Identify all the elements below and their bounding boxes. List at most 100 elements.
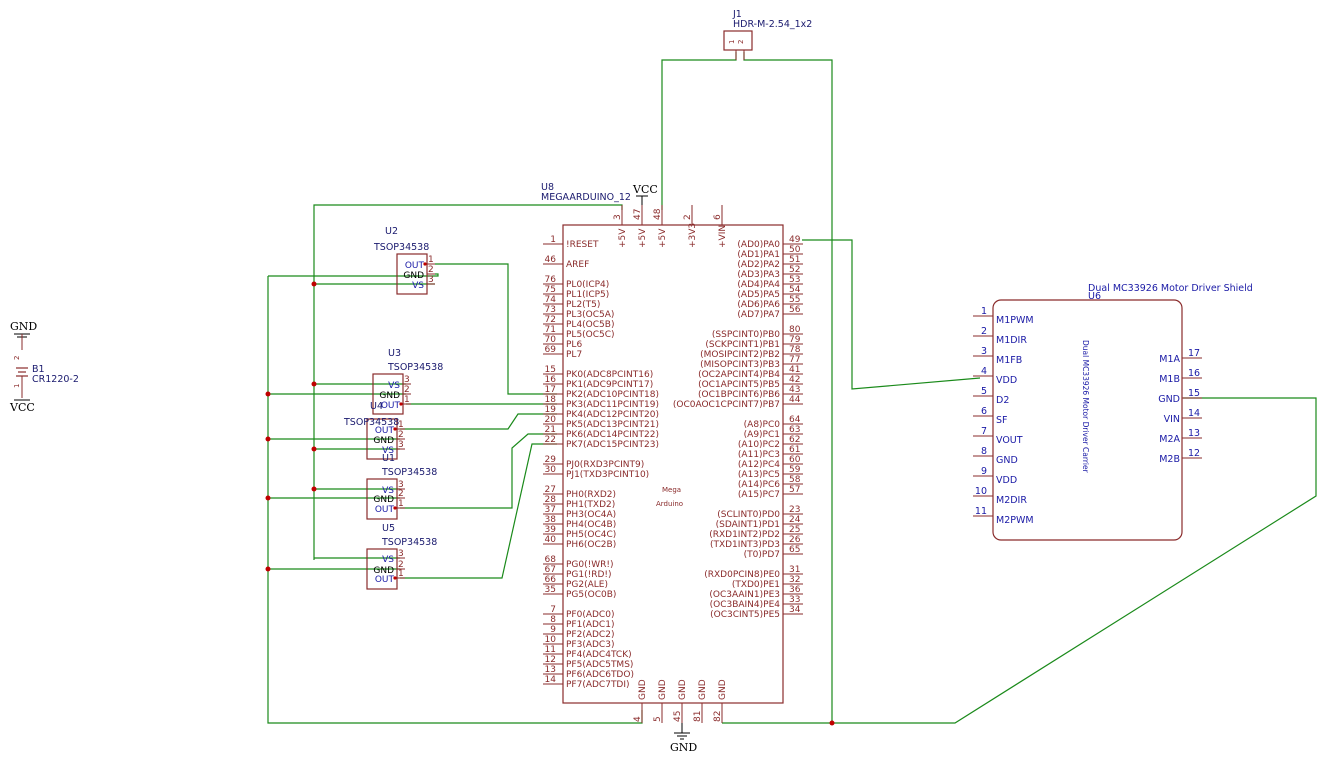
arduino-pin-name: PK4(ADC12PCINT20) <box>566 410 659 420</box>
arduino-pin-number: 75 <box>545 285 556 295</box>
shield-pin-name: M2DIR <box>996 495 1027 506</box>
ir-receiver-ref: U2 <box>385 226 398 237</box>
arduino-pin-number: 61 <box>789 445 800 455</box>
arduino-pin-number: 41 <box>789 365 800 375</box>
shield-pin-number: 15 <box>1188 388 1200 399</box>
arduino-pin-number: 6 <box>713 214 723 220</box>
ir-pin-number: 3 <box>428 275 434 285</box>
arduino-pin-number: 8 <box>550 615 556 625</box>
arduino-pin-name: (AD7)PA7 <box>737 310 780 320</box>
arduino-pin-number: 62 <box>789 435 800 445</box>
arduino-pin-number: 19 <box>545 405 557 415</box>
arduino-pin-name: (SCLINT0)PD0 <box>717 510 780 520</box>
arduino-pin-name: (SCKPCINT1)PB1 <box>705 340 780 350</box>
arduino-pin-name: (RXD1INT2)PD2 <box>709 530 780 540</box>
shield-pin-name: GND <box>1158 394 1180 405</box>
ir-out-marker <box>393 576 397 580</box>
arduino-pin-name: PH1(TXD2) <box>566 500 615 510</box>
connector-pin-1: 1 <box>728 40 736 44</box>
shield-pin-name: VIN <box>1164 414 1180 425</box>
arduino-pin-number: 12 <box>545 655 556 665</box>
arduino-pin-name: +3V3 <box>688 223 698 248</box>
arduino-pin-number: 20 <box>545 415 557 425</box>
arduino-pin-name: PK0(ADC8PCINT16) <box>566 370 653 380</box>
battery-pin-2: 2 <box>13 356 21 360</box>
shield-pin-number: 3 <box>981 346 987 357</box>
arduino-pin-name: (OC3CINT5)PE5 <box>710 610 780 620</box>
junction-dot <box>265 436 271 442</box>
arduino-pin-name: GND <box>698 679 708 700</box>
ir-pin-name: GND <box>373 436 394 446</box>
arduino-pin-name: (A13)PC5 <box>738 470 780 480</box>
arduino-pin-name: PL2(T5) <box>566 300 600 310</box>
arduino-pin-name: (AD6)PA6 <box>737 300 780 310</box>
arduino-pin-number: 48 <box>653 208 663 220</box>
arduino-pin-name: (OC1BPCINT6)PB6 <box>698 390 780 400</box>
shield-pin-name: VDD <box>996 475 1017 486</box>
arduino-pin-number: 47 <box>633 209 643 220</box>
ir-receiver-value: TSOP34538 <box>381 467 437 478</box>
shield-pin-number: 9 <box>981 466 987 477</box>
arduino-pin-name: PF4(ADC4TCK) <box>566 650 632 660</box>
arduino-pin-number: 74 <box>545 295 557 305</box>
shield-ref: U6 <box>1088 291 1101 302</box>
arduino-pin-name: PK7(ADC15PCINT23) <box>566 440 659 450</box>
battery-ref: B1 <box>32 364 45 375</box>
arduino-pin-number: 44 <box>789 395 801 405</box>
arduino-pin-name: PL7 <box>566 350 582 360</box>
shield-pin-name: M2A <box>1159 434 1180 445</box>
arduino-pin-name: GND <box>718 679 728 700</box>
shield-pin-number: 1 <box>981 306 987 317</box>
arduino-pin-name: (OC0AOC1CPCINT7)PB7 <box>673 400 780 410</box>
ir-receiver-value: TSOP34538 <box>387 362 443 373</box>
ir-pin-name: VS <box>382 486 394 496</box>
shield-pin-number: 2 <box>981 326 987 337</box>
arduino-pin-name: PG1(!RD!) <box>566 570 612 580</box>
arduino-pin-name: +VIN <box>718 225 728 248</box>
arduino-pin-number: 64 <box>789 415 801 425</box>
arduino-pin-number: 57 <box>789 485 800 495</box>
ir-receiver-body <box>366 478 398 520</box>
ir-pin-number: 3 <box>398 440 404 450</box>
shield-pin-number: 13 <box>1188 428 1200 439</box>
arduino-pin-number: 29 <box>545 455 557 465</box>
arduino-pin-number: 39 <box>545 525 557 535</box>
arduino-pin-number: 34 <box>789 605 801 615</box>
battery-gnd-label: GND <box>10 320 37 333</box>
arduino-pin-number: 24 <box>789 515 801 525</box>
ir-receiver-value: TSOP34538 <box>373 242 429 253</box>
arduino-pin-name: +5V <box>618 228 628 248</box>
shield-pin-name: VOUT <box>996 435 1023 446</box>
ir-pin-number: 1 <box>398 569 404 579</box>
vcc-power-symbol: VCC <box>632 183 658 210</box>
shield-pin-number: 11 <box>975 506 987 517</box>
ir-receiver-ref: U4 <box>370 401 383 412</box>
arduino-pin-number: 73 <box>545 305 556 315</box>
arduino-pin-name: (TXD1INT3)PD3 <box>710 540 780 550</box>
arduino-pin-name: PH0(RXD2) <box>566 490 616 500</box>
arduino-pin-number: 25 <box>789 525 800 535</box>
shield-pin-name: VDD <box>996 375 1017 386</box>
arduino-pin-number: 53 <box>789 275 800 285</box>
arduino-pin-number: 31 <box>789 565 800 575</box>
arduino-pin-name: PL1(ICP5) <box>566 290 609 300</box>
shield-pin-name: SF <box>996 415 1008 426</box>
arduino-pin-number: 77 <box>789 355 800 365</box>
arduino-pin-name: PF5(ADC5TMS) <box>566 660 633 670</box>
arduino-pin-name: !RESET <box>566 240 599 250</box>
arduino-pin-name: PG5(OC0B) <box>566 590 616 600</box>
arduino-pin-name: PG2(ALE) <box>566 580 608 590</box>
arduino-pin-number: 72 <box>545 315 556 325</box>
ir-out-marker <box>393 427 397 431</box>
shield-pin-number: 7 <box>981 426 987 437</box>
arduino-pin-number: 30 <box>545 465 557 475</box>
arduino-pin-name: (AD5)PA5 <box>737 290 780 300</box>
junctions <box>265 281 835 726</box>
arduino-pin-name: (A12)PC4 <box>738 460 780 470</box>
arduino-pin-number: 37 <box>545 505 556 515</box>
ir-receiver-value: TSOP34538 <box>381 537 437 548</box>
ir-pin-name: OUT <box>375 505 395 515</box>
arduino-pin-name: (AD0)PA0 <box>737 240 780 250</box>
